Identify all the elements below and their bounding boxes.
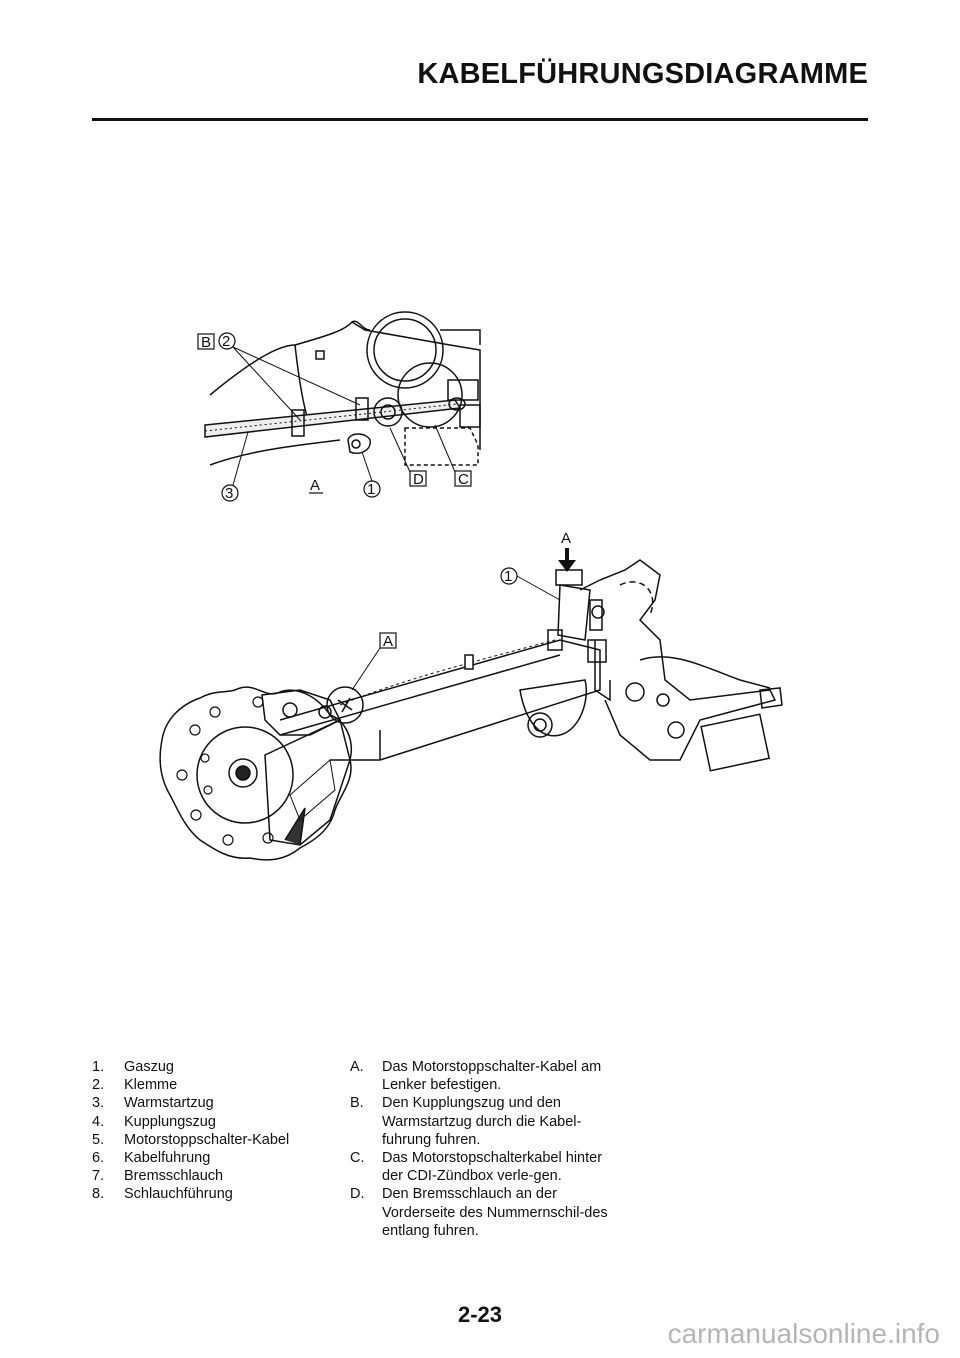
handlebar-tube — [279, 639, 601, 761]
legend-item-text: Motorstoppschalter-Kabel — [124, 1131, 290, 1148]
legend-item-text: Kabelfuhrung — [124, 1150, 211, 1167]
bottom-callouts: A 1 A — [379, 530, 576, 650]
legend-item: 1. Gaszug — [92, 1058, 342, 1076]
legend-item: B. Den Kupplungszug und den Warmstartzug … — [350, 1094, 610, 1149]
brake-disc — [159, 686, 352, 861]
legend-item-number: 6. — [92, 1150, 105, 1167]
clamp-icon — [355, 397, 369, 421]
watermark: carmanualsonline.info — [667, 1318, 940, 1349]
top-detail-view — [204, 311, 481, 486]
legend-item: D. Den Bremsschlauch an der Vorderseite d… — [350, 1185, 610, 1240]
master-cylinder — [579, 559, 777, 761]
legend-item-text: Klemme — [124, 1077, 178, 1094]
legend-item: A. Das Motorstoppschalter-Kabel am Lenker… — [350, 1058, 610, 1094]
legend-item-number: 4. — [92, 1113, 105, 1130]
legend-item: 4. Kupplungszug — [92, 1113, 342, 1131]
legend-item-text: Das Motorstoppschalter-Kabel am Lenker b… — [382, 1059, 602, 1094]
legend-item: 7. Bremsschlauch — [92, 1167, 342, 1185]
detail-circle-a — [326, 686, 364, 724]
legend-item-text: Bremsschlauch — [124, 1168, 224, 1185]
legend-item-number: D. — [350, 1186, 365, 1203]
legend-numbered: 1. Gaszug 2. Klemme 3. Warmstartzug 4. Kupplung… — [92, 1058, 342, 1204]
page-number: 2-23 — [457, 1302, 503, 1327]
callout-2: 2 — [222, 333, 230, 350]
legend-item-text: Schlauchführung — [124, 1186, 233, 1203]
callout-box-b: B — [201, 334, 211, 351]
legend-item: C. Das Motorstopschalterkabel hinter der … — [350, 1149, 610, 1185]
legend-lettered: A. Das Motorstoppschalter-Kabel am Lenker… — [350, 1058, 610, 1240]
callout-box-a: A — [383, 633, 393, 650]
fork-tube-outer — [366, 311, 444, 389]
legend-item: 6. Kabelfuhrung — [92, 1149, 342, 1167]
bolt-icon — [527, 712, 553, 738]
throttle-housing-icon — [373, 397, 403, 427]
top-callouts: B 2 3 A 1 D C — [197, 332, 472, 502]
callout-box-d: D — [413, 471, 424, 488]
legend-item-number: 2. — [92, 1077, 105, 1094]
legend-item: 2. Klemme — [92, 1076, 342, 1094]
page-title: KABELFÜHRUNGSDIAGRAMME — [417, 58, 868, 90]
arrow-down-icon — [558, 548, 576, 572]
legend-item: 3. Warmstartzug — [92, 1094, 342, 1112]
legend-item-text: Gaszug — [124, 1059, 174, 1075]
legend-item-number: 1. — [92, 1059, 105, 1075]
brake-disc-hub — [196, 726, 294, 824]
handlebar-view — [159, 559, 783, 861]
legend-item-number: A. — [350, 1059, 364, 1075]
brake-caliper — [261, 689, 342, 736]
callout-1-top: 1 — [367, 481, 375, 498]
legend-item: 8. Schlauchführung — [92, 1185, 342, 1203]
clamp-icon — [291, 409, 305, 437]
legend-item-number: 8. — [92, 1186, 105, 1203]
callout-box-c: C — [458, 471, 469, 488]
legend-item-text: Das Motorstopschalterkabel hinter der CD… — [382, 1150, 603, 1185]
legend-item-number: C. — [350, 1150, 365, 1167]
cable-bundle — [204, 399, 462, 438]
legend-item-text: Den Bremsschlauch an der Vorderseite des… — [382, 1186, 608, 1239]
legend-item-number: 5. — [92, 1131, 105, 1148]
legend-item-text: Kupplungszug — [124, 1113, 216, 1130]
detail-circle-c — [397, 362, 463, 428]
callout-a-underlined: A — [310, 477, 320, 494]
callout-3: 3 — [225, 485, 233, 502]
fork-tube-inner — [373, 318, 437, 382]
lever-grip — [700, 713, 771, 772]
legend-item-text: Den Kupplungszug und den Warmstartzug du… — [382, 1095, 582, 1148]
axle-nut-icon — [228, 758, 258, 788]
legend-item-number: 7. — [92, 1168, 105, 1185]
legend-item-number: 3. — [92, 1095, 105, 1112]
switch-top — [555, 569, 583, 586]
legend-item: 5. Motorstoppschalter-Kabel — [92, 1131, 342, 1149]
arrow-label-a: A — [561, 530, 571, 547]
legend-item-text: Warmstartzug — [124, 1095, 214, 1112]
header-divider — [92, 118, 868, 121]
callout-1-bottom: 1 — [504, 568, 512, 585]
legend-item-number: B. — [350, 1095, 364, 1112]
